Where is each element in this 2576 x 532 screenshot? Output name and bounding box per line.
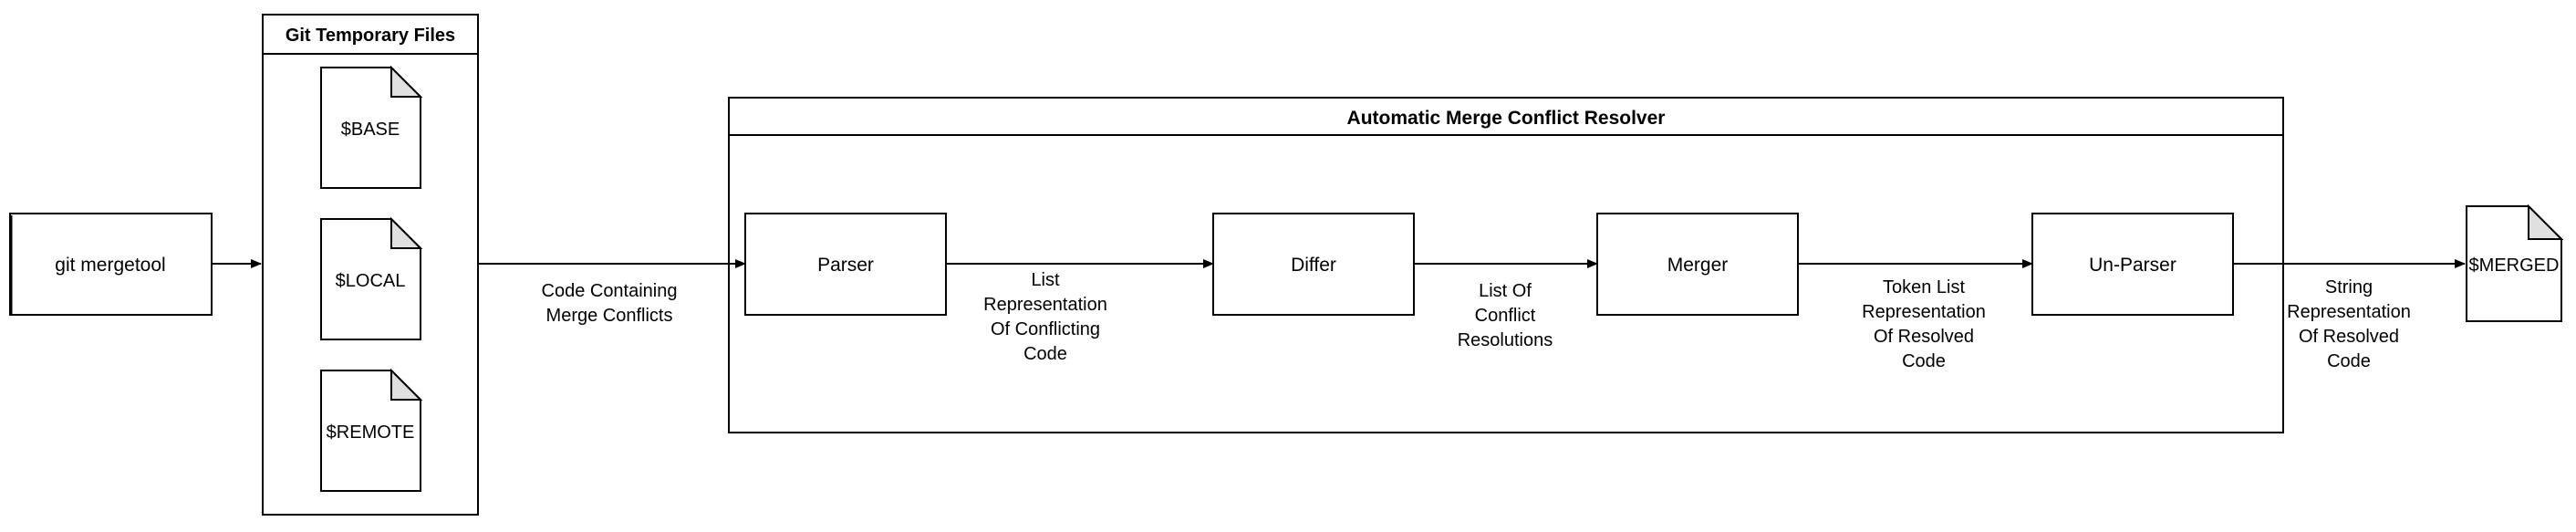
edge-label-line: Code	[1902, 351, 1946, 371]
stage-unparser: Un-Parser	[2031, 213, 2234, 316]
edge-label-code-containing: Code Containing Merge Conflicts	[542, 281, 678, 326]
file-base-label: $BASE	[341, 120, 400, 140]
file-local: $LOCAL	[320, 216, 423, 340]
edge-label-line: Resolutions	[1458, 330, 1553, 350]
resolver-title: Automatic Merge Conflict Resolver	[1347, 108, 1666, 129]
edge-label-list-representation: List Representation Of Conflicting Code	[983, 270, 1107, 364]
stage-differ-label: Differ	[1291, 255, 1336, 276]
edge-label-line: List Of	[1479, 281, 1532, 301]
stage-merger-label: Merger	[1667, 255, 1729, 276]
edge-label-line: String	[2325, 277, 2373, 297]
git-mergetool-label: git mergetool	[55, 255, 165, 276]
stage-merger: Merger	[1596, 213, 1799, 316]
edge-label-line: Representation	[2287, 302, 2411, 322]
edge-label-token-list: Token List Representation Of Resolved Co…	[1862, 277, 1986, 371]
edge-label-line: Conflict	[1475, 306, 1536, 326]
edge-label-line: Code	[2327, 351, 2371, 371]
file-remote-label: $REMOTE	[327, 422, 415, 443]
edge-label-line: Representation	[983, 295, 1107, 315]
stage-differ: Differ	[1212, 213, 1415, 316]
edge-label-line: Of Resolved	[2299, 327, 2399, 347]
temp-files-container: Git Temporary Files $BASE $LOCAL $REMOTE	[262, 14, 479, 516]
edge-label-list-of-conflict: List Of Conflict Resolutions	[1458, 281, 1553, 350]
edge-label-line: Code	[1023, 344, 1067, 364]
file-base: $BASE	[320, 65, 423, 189]
edge-label-line: List	[1031, 270, 1060, 290]
edge-label-line: Of Resolved	[1874, 327, 1974, 347]
stage-unparser-label: Un-Parser	[2089, 255, 2176, 276]
file-merged-label: $MERGED	[2469, 256, 2560, 276]
stage-parser: Parser	[744, 213, 947, 316]
git-mergetool-node: git mergetool	[9, 213, 213, 316]
edge-label-string-representation: String Representation Of Resolved Code	[2287, 277, 2411, 371]
file-merged: $MERGED	[2466, 203, 2564, 322]
file-local-label: $LOCAL	[336, 271, 406, 291]
temp-files-title: Git Temporary Files	[286, 26, 455, 46]
edge-label-line: Code Containing	[542, 281, 678, 301]
stage-parser-label: Parser	[817, 255, 874, 276]
edge-label-line: Merge Conflicts	[546, 306, 673, 326]
resolver-container: Automatic Merge Conflict Resolver	[728, 97, 2284, 433]
edge-label-line: Token List	[1883, 277, 1965, 297]
edge-label-line: Representation	[1862, 302, 1986, 322]
edge-label-line: Of Conflicting	[991, 319, 1100, 339]
file-remote: $REMOTE	[320, 368, 423, 492]
